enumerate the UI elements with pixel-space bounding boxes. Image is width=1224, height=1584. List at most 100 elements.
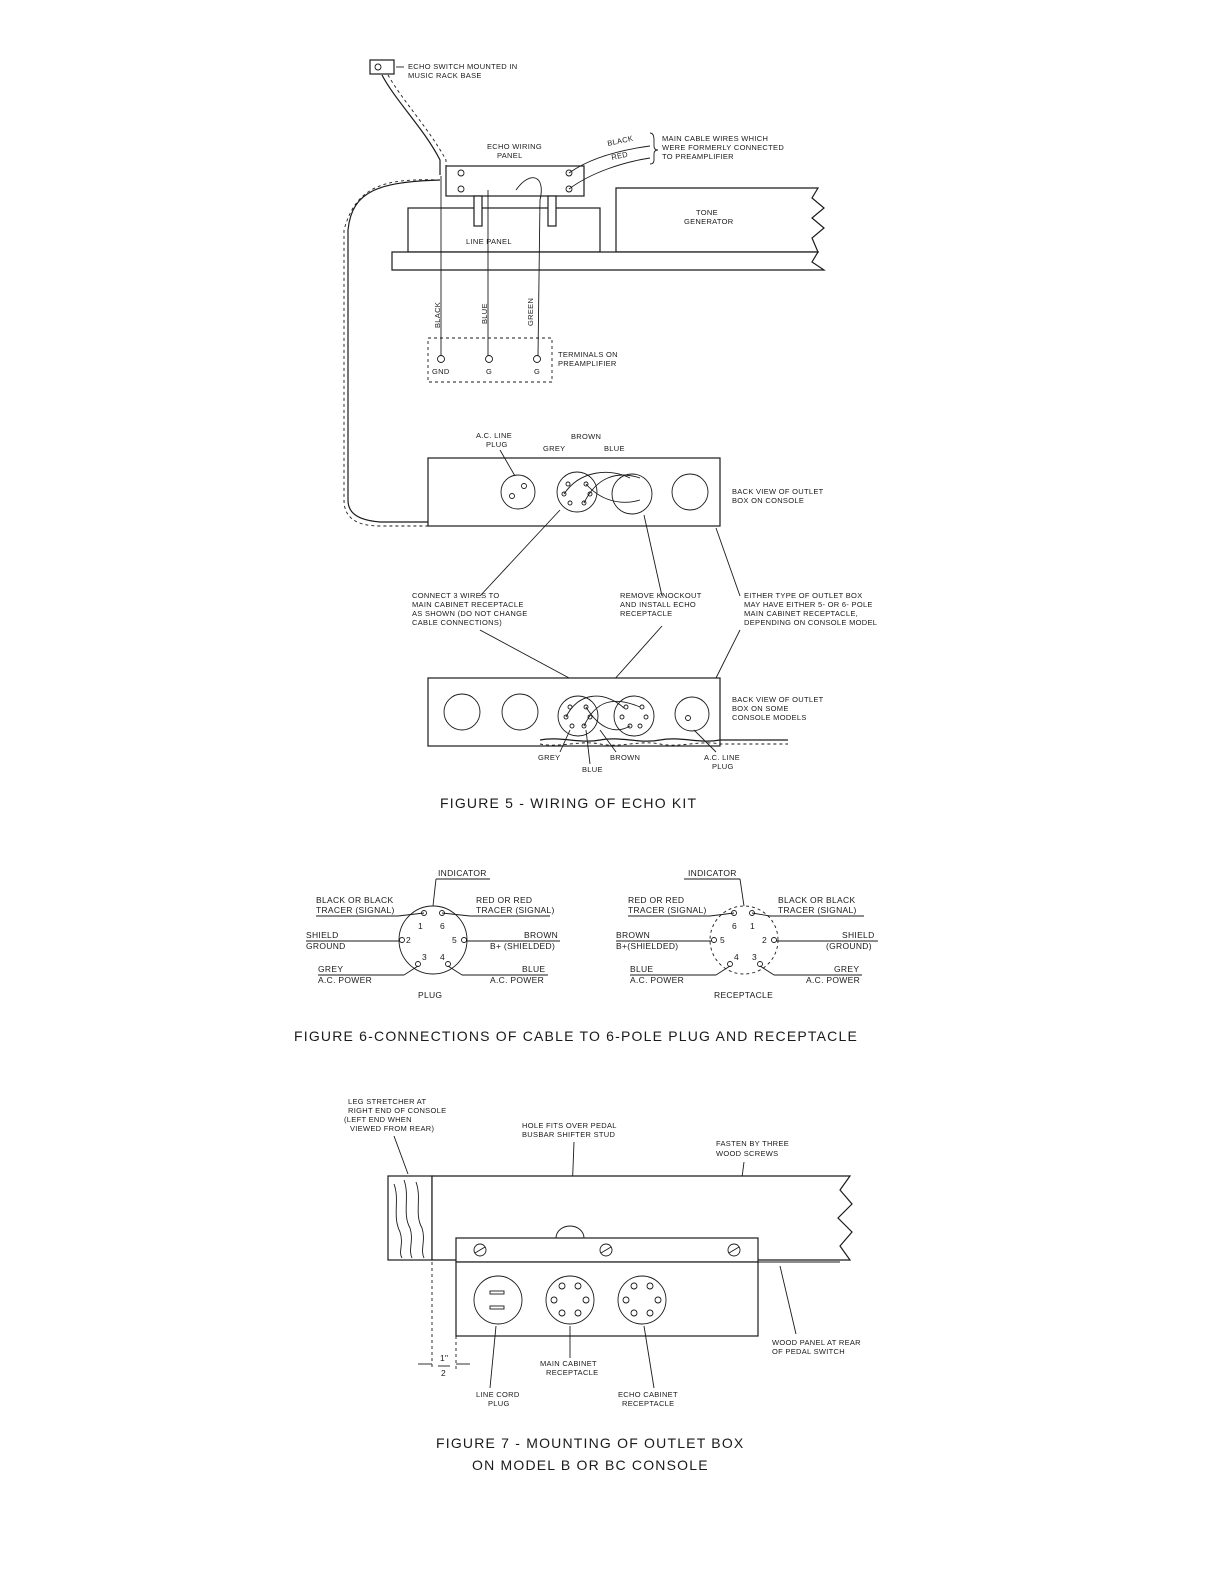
preamplifier-terminal-box — [427, 337, 553, 383]
terminals-note-1: TERMINALS ON — [558, 350, 618, 359]
plug-pin3-label-2: A.C. POWER — [318, 975, 372, 985]
figure-5-caption: FIGURE 5 - WIRING OF ECHO KIT — [440, 795, 697, 811]
vertical-wire-label-green: GREEN — [526, 298, 535, 326]
rec-num-6: 6 — [732, 921, 737, 931]
dimension-numerator: 1" — [440, 1353, 448, 1363]
dimension-denominator: 2 — [441, 1368, 446, 1378]
terminal-label-gnd: GND — [432, 367, 450, 376]
busbar-stud-hole — [555, 1225, 585, 1239]
cable-bottom-b — [539, 742, 788, 746]
ac-line-plug-bottom — [674, 696, 710, 732]
rec-pin5-label-1: BROWN — [616, 930, 650, 940]
bottom-box-note-2: BOX ON SOME — [732, 704, 789, 713]
rec-pin4-label-2: A.C. POWER — [630, 975, 684, 985]
echo-receptacle-top — [611, 473, 653, 515]
echo-receptacle-note-1: ECHO CABINET — [618, 1390, 678, 1399]
plug-num-6: 6 — [440, 921, 445, 931]
fasten-note-1: FASTEN BY THREE — [716, 1139, 789, 1148]
note-either-2: MAY HAVE EITHER 5- OR 6- POLE — [744, 600, 873, 609]
echo-switch-knob — [374, 63, 382, 71]
terminal-label-g2: G — [534, 367, 540, 376]
twisted-cable-b — [343, 179, 720, 527]
main-cable-note-2: WERE FORMERLY CONNECTED — [662, 143, 784, 152]
knockout-top — [671, 473, 709, 511]
figure-6-caption: FIGURE 6-CONNECTIONS OF CABLE TO 6-POLE … — [294, 1028, 858, 1044]
wire-blue-top — [583, 474, 641, 504]
main-cable-brace — [649, 132, 659, 165]
screw-2 — [599, 1243, 613, 1257]
terminal-g2 — [533, 355, 541, 363]
top-box-note-2: BOX ON CONSOLE — [732, 496, 804, 505]
plug-pin1-label-2: TRACER (SIGNAL) — [316, 905, 395, 915]
top-ac-line-plug-1: A.C. LINE — [476, 431, 512, 440]
note-remove-3: RECEPTACLE — [620, 609, 672, 618]
echo-wiring-panel — [445, 165, 585, 197]
wire-grey-bottom — [565, 695, 625, 718]
outlet-box-top — [427, 457, 721, 527]
terminal-gnd — [437, 355, 445, 363]
vertical-wire-green — [515, 177, 542, 357]
six-pole-plug: INDICATOR 1 6 2 5 3 4 BLACK OR BLACK TRA… — [306, 868, 560, 1000]
main-receptacle-top — [556, 471, 598, 513]
plug-pin2-label-1: SHIELD — [306, 930, 339, 940]
rec-pin3-label-2: A.C. POWER — [806, 975, 860, 985]
main-cable-note-1: MAIN CABLE WIRES WHICH — [662, 134, 768, 143]
leg-stretcher-block — [387, 1175, 433, 1261]
note-connect-3: AS SHOWN (DO NOT CHANGE — [412, 609, 528, 618]
bottom-grey-label: GREY — [538, 753, 560, 762]
figure-7-caption-2: ON MODEL B OR BC CONSOLE — [472, 1457, 709, 1473]
plug-num-5: 5 — [452, 935, 457, 945]
bottom-box-note-1: BACK VIEW OF OUTLET — [732, 695, 824, 704]
bottom-ac-line-plug-1: A.C. LINE — [704, 753, 740, 762]
plug-indicator-label: INDICATOR — [438, 868, 487, 878]
plug-pin2-label-2: GROUND — [306, 941, 346, 951]
console-base-board — [391, 251, 826, 271]
wire-black-label: BLACK — [607, 134, 634, 148]
rec-pin4-label-1: BLUE — [630, 964, 653, 974]
fasten-note-2: WOOD SCREWS — [716, 1149, 778, 1158]
figure-6: INDICATOR 1 6 2 5 3 4 BLACK OR BLACK TRA… — [294, 868, 878, 1044]
plug-pin5-label-2: B+ (SHIELDED) — [490, 941, 555, 951]
echo-receptacle-bottom — [613, 695, 655, 737]
plug-pin1-label-1: BLACK OR BLACK — [316, 895, 393, 905]
echo-switch-label-1: ECHO SWITCH MOUNTED IN — [408, 62, 518, 71]
six-pole-receptacle: INDICATOR 6 1 5 2 4 3 RED OR RED TRACER … — [616, 868, 878, 1000]
plug-num-1: 1 — [418, 921, 423, 931]
receptacle-title: RECEPTACLE — [714, 990, 773, 1000]
plug-pin3-label-1: GREY — [318, 964, 343, 974]
wire-black — [568, 145, 651, 174]
echo-wiring-panel-label-2: PANEL — [497, 151, 523, 160]
figure-7-caption-1: FIGURE 7 - MOUNTING OF OUTLET BOX — [436, 1435, 744, 1451]
top-brown-label: BROWN — [571, 432, 601, 441]
leg-stretcher-note-1: LEG STRETCHER AT — [348, 1097, 427, 1106]
tone-generator-label-2: GENERATOR — [684, 217, 734, 226]
line-cord-plug — [473, 1275, 523, 1325]
rec-num-4: 4 — [734, 952, 739, 962]
rec-pin1-label-2: TRACER (SIGNAL) — [778, 905, 857, 915]
bottom-ac-line-plug-2: PLUG — [712, 762, 734, 771]
plug-pin4-label-1: BLUE — [522, 964, 545, 974]
rec-num-1: 1 — [750, 921, 755, 931]
screw-1 — [473, 1243, 487, 1257]
echo-cabinet-receptacle — [617, 1275, 667, 1325]
wood-panel-note-2: OF PEDAL SWITCH — [772, 1347, 845, 1356]
line-panel-label: LINE PANEL — [466, 237, 512, 246]
note-remove-2: AND INSTALL ECHO — [620, 600, 696, 609]
line-cord-plug-note-1: LINE CORD — [476, 1390, 520, 1399]
note-connect-2: MAIN CABINET RECEPTACLE — [412, 600, 524, 609]
main-cabinet-receptacle — [545, 1275, 595, 1325]
echo-switch-cable — [381, 74, 441, 175]
plug-num-2: 2 — [406, 935, 411, 945]
echo-receptacle-note-2: RECEPTACLE — [622, 1399, 674, 1408]
plug-pin6-label-2: TRACER (SIGNAL) — [476, 905, 555, 915]
screw-3 — [727, 1243, 741, 1257]
note-connect-1: CONNECT 3 WIRES TO — [412, 591, 500, 600]
ac-line-plug-top — [500, 474, 536, 510]
echo-switch — [369, 59, 395, 75]
echo-switch-label-2: MUSIC RACK BASE — [408, 71, 482, 80]
wire-brown-bottom — [585, 706, 631, 731]
vertical-wire-label-black: BLACK — [433, 302, 442, 328]
note-either-4: DEPENDING ON CONSOLE MODEL — [744, 618, 877, 627]
wire-red — [568, 157, 651, 190]
